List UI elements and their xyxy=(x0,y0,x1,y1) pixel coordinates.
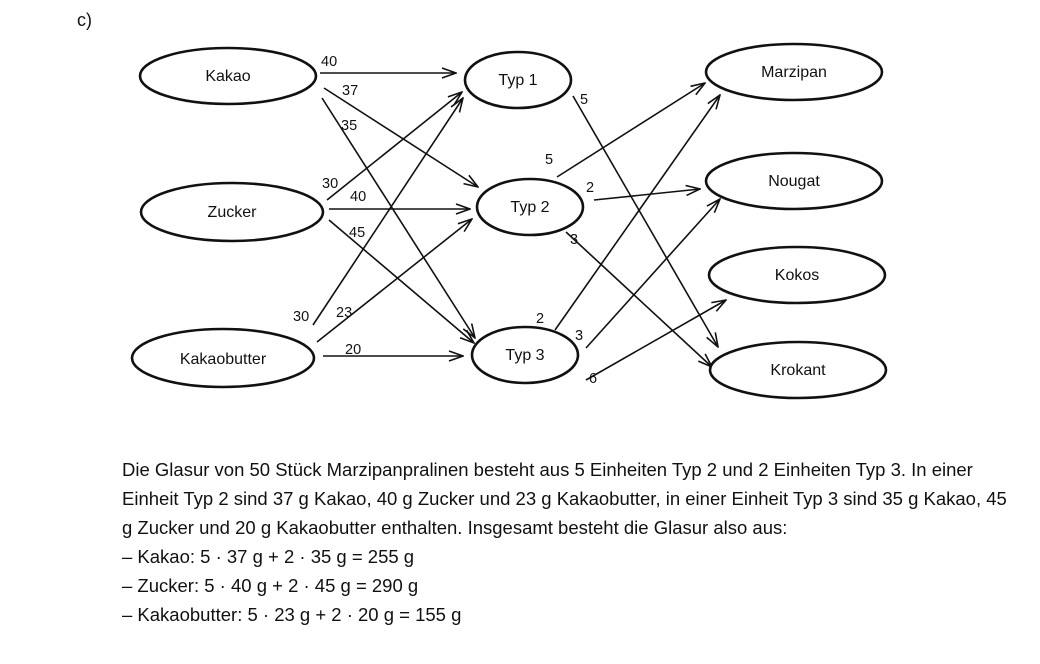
edge-zucker-typ1 xyxy=(326,92,462,201)
edge-typ2-marzipan xyxy=(556,83,705,178)
node-label-marzipan: Marzipan xyxy=(761,64,827,81)
total-kakaobutter: – Kakaobutter: 5 · 23 g + 2 · 20 g = 155… xyxy=(122,604,462,625)
edge-typ3-marzipan xyxy=(554,95,720,331)
explanation-intro: Die Glasur von 50 Stück Marzipanpralinen… xyxy=(122,459,1007,538)
weight-kakao-typ2: 37 xyxy=(342,83,358,99)
node-label-nougat: Nougat xyxy=(768,173,820,190)
node-typ1 xyxy=(463,50,573,110)
edge-kakaobutter-typ2 xyxy=(316,219,472,343)
node-labels: Kakao Zucker Kakaobutter Typ 1 Typ 2 Typ… xyxy=(180,64,827,379)
weight-typ2-krokant: 3 xyxy=(570,232,578,248)
weight-zucker-typ1: 30 xyxy=(322,176,338,192)
nodes-types xyxy=(463,50,585,385)
weight-kakaobutter-typ3: 20 xyxy=(345,342,361,358)
edge-typ3-kokos xyxy=(585,300,726,381)
node-kokos xyxy=(707,245,887,305)
node-label-krokant: Krokant xyxy=(770,362,826,379)
nodes-products xyxy=(704,42,888,400)
weight-zucker-typ2: 40 xyxy=(350,189,366,205)
weight-typ3-nougat: 3 xyxy=(575,328,583,344)
weight-typ2-marzipan: 5 xyxy=(545,152,553,168)
nodes-raw-materials xyxy=(130,46,325,389)
edge-typ3-nougat xyxy=(585,199,720,349)
node-zucker xyxy=(139,181,325,243)
edges-type-to-product xyxy=(554,83,726,381)
node-marzipan xyxy=(704,42,884,102)
weight-zucker-typ3: 45 xyxy=(349,225,365,241)
node-label-zucker: Zucker xyxy=(208,204,258,221)
edge-kakao-typ2 xyxy=(323,87,478,187)
weight-kakao-typ3: 35 xyxy=(341,118,357,134)
edge-typ2-krokant xyxy=(565,231,712,367)
weight-typ1-krokant: 5 xyxy=(580,92,588,108)
edge-kakao-typ3 xyxy=(321,97,475,338)
node-label-kokos: Kokos xyxy=(775,267,819,284)
weight-typ3-marzipan: 2 xyxy=(536,311,544,327)
edge-typ1-krokant xyxy=(572,95,718,347)
node-label-typ1: Typ 1 xyxy=(498,72,537,89)
part-label: c) xyxy=(77,10,92,30)
weight-typ2-nougat: 2 xyxy=(586,180,594,196)
weight-kakao-typ1: 40 xyxy=(321,54,337,70)
node-typ3 xyxy=(470,325,580,385)
node-label-kakao: Kakao xyxy=(205,68,250,85)
total-zucker: – Zucker: 5 · 40 g + 2 · 45 g = 290 g xyxy=(122,575,419,596)
node-label-kakaobutter: Kakaobutter xyxy=(180,351,267,368)
node-nougat xyxy=(704,151,884,211)
total-kakao: – Kakao: 5 · 37 g + 2 · 35 g = 255 g xyxy=(122,546,415,567)
node-label-typ3: Typ 3 xyxy=(505,347,544,364)
edge-typ2-nougat xyxy=(593,189,700,201)
node-kakao xyxy=(138,46,318,106)
edge-weight-labels: 40 37 35 30 40 45 30 23 20 5 5 2 3 2 3 6 xyxy=(293,54,597,387)
weight-kakaobutter-typ1: 30 xyxy=(293,309,309,325)
weight-typ3-kokos: 6 xyxy=(589,371,597,387)
node-typ2 xyxy=(475,177,585,237)
edges-raw-to-type xyxy=(312,73,478,356)
edge-kakaobutter-typ1 xyxy=(312,98,463,326)
explanation-text: Die Glasur von 50 Stück Marzipanpralinen… xyxy=(122,455,1012,629)
node-krokant xyxy=(708,340,888,400)
ingredient-totals-list: – Kakao: 5 · 37 g + 2 · 35 g = 255 g – Z… xyxy=(122,542,1012,629)
node-label-typ2: Typ 2 xyxy=(510,199,549,216)
ingredient-flow-diagram: Kakao Zucker Kakaobutter Typ 1 Typ 2 Typ… xyxy=(130,42,888,400)
edge-zucker-typ3 xyxy=(328,219,474,343)
weight-kakaobutter-typ2: 23 xyxy=(336,305,352,321)
node-kakaobutter xyxy=(130,327,316,389)
